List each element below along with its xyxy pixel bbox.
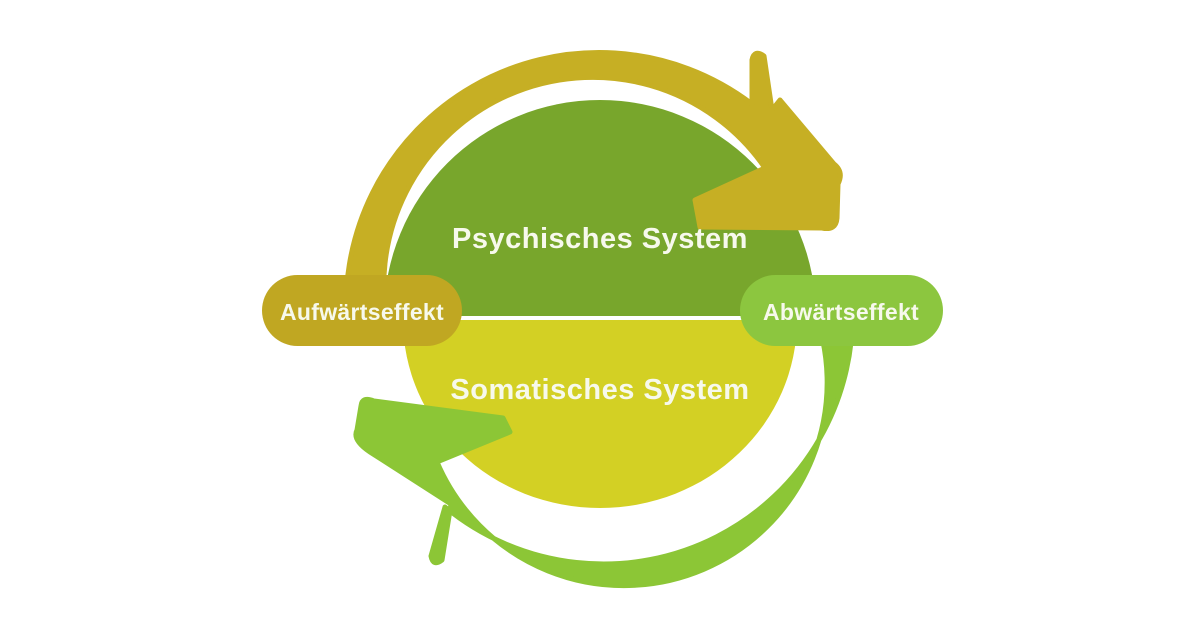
downward-effect-label: Abwärtseffekt	[763, 299, 919, 325]
bottom-arrow-icon	[353, 296, 855, 589]
top-arrow-icon	[343, 50, 843, 340]
upward-effect-pill	[262, 275, 462, 346]
psychic-system-half	[384, 100, 816, 316]
downward-effect-pill	[740, 275, 943, 346]
somatic-system-label: Somatisches System	[450, 374, 749, 406]
psychic-system-label: Psychisches System	[452, 223, 748, 255]
upward-effect-label: Aufwärtseffekt	[280, 299, 444, 325]
somatic-system-half	[403, 320, 797, 508]
